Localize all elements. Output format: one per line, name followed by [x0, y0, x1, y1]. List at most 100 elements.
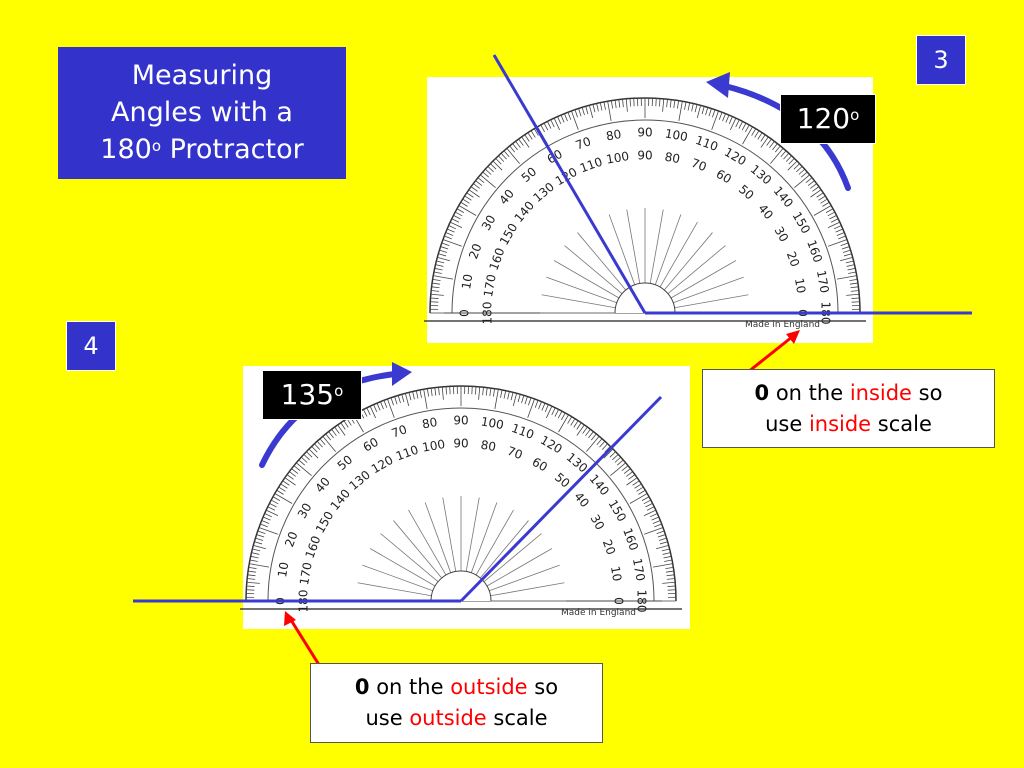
protractor-top-tick — [509, 145, 516, 153]
protractor-top-tick — [818, 195, 826, 201]
protractor-bottom-tick — [527, 398, 535, 418]
protractor-top-tick — [760, 136, 769, 148]
protractor-bottom-tick — [475, 386, 477, 395]
inside-pointer-arrow — [747, 335, 793, 374]
protractor-bottom-tick — [492, 388, 496, 397]
protractor-top-tick — [475, 180, 483, 186]
protractor-top-tick — [454, 211, 463, 217]
protractor-top-inner-scale-label: 80 — [664, 150, 681, 166]
protractor-top-tick — [840, 256, 853, 262]
protractor-bottom-tick — [249, 563, 270, 568]
protractor-bottom-tick — [430, 388, 433, 397]
protractor-top-tick — [845, 260, 854, 264]
protractor-top-tick — [842, 249, 851, 253]
protractor-top-tick — [480, 174, 496, 188]
protractor-bottom-tick — [253, 544, 266, 550]
protractor-top-tick — [798, 168, 806, 175]
protractor-top-tick — [830, 218, 839, 223]
protractor-bottom-tick — [623, 468, 631, 474]
protractor-bottom-tick — [262, 516, 271, 521]
protractor-top-tick — [585, 106, 589, 115]
protractor-bottom-tick — [544, 404, 549, 413]
protractor-top-tick — [547, 121, 552, 129]
protractor-bottom-tick — [256, 534, 265, 538]
protractor-top-tick — [780, 150, 787, 158]
protractor-top-tick — [846, 293, 860, 296]
protractor-top-tick — [838, 235, 846, 240]
protractor-bottom-spoke — [479, 520, 529, 579]
protractor-bottom-tick — [500, 389, 503, 398]
protractor-bottom-tick — [582, 426, 588, 434]
protractor-top-tick — [521, 136, 530, 148]
protractor-bottom-tick — [626, 477, 638, 486]
protractor-bottom-tick — [441, 386, 444, 400]
example-4-badge: 4 — [66, 321, 116, 371]
protractor-top-tick — [846, 264, 855, 267]
protractor-top-tick — [588, 105, 594, 118]
protractor-bottom-tick — [663, 555, 672, 559]
protractor-bottom-tick — [390, 397, 394, 406]
protractor-top-inner-scale-label: 180 — [481, 302, 495, 325]
protractor-top-tick — [805, 177, 813, 184]
protractor-top-tick — [825, 208, 834, 213]
protractor-top-tick — [694, 104, 698, 113]
protractor-top-tick — [722, 113, 726, 122]
protractor-bottom-tick — [322, 436, 336, 452]
protractor-bottom-tick — [643, 499, 652, 505]
protractor-top-tick — [810, 183, 817, 189]
protractor-top-tick — [596, 103, 599, 112]
protractor-bottom-spoke — [489, 564, 560, 592]
protractor-bottom-tick — [291, 468, 299, 474]
protractor-top-tick — [553, 117, 560, 131]
protractor-top-tick — [757, 132, 763, 140]
protractor-bottom-inner-scale-label: 90 — [453, 437, 468, 451]
protractor-top-tick — [441, 242, 450, 246]
protractor-bottom-spoke — [486, 548, 553, 587]
protractor-top-tick — [533, 128, 539, 136]
protractor-top-tick — [431, 286, 440, 289]
protractor-top-tick — [564, 113, 568, 122]
protractor-bottom-tick — [567, 416, 573, 424]
angle-135-label: 135o — [262, 370, 362, 420]
protractor-bottom-tick — [286, 474, 294, 480]
protractor-top-inner-scale-label: 20 — [784, 250, 802, 269]
protractor-bottom-tick — [517, 394, 521, 403]
protractor-bottom-spoke — [465, 497, 480, 572]
protractor-bottom-tick — [337, 424, 346, 436]
protractor-top-tick — [840, 242, 849, 246]
protractor-top-tick — [851, 297, 860, 299]
protractor-top-tick — [754, 130, 760, 138]
protractor-bottom-tick — [311, 446, 318, 453]
protractor-top-spoke — [674, 294, 749, 309]
protractor-bottom-tick — [656, 544, 669, 550]
protractor-top-tick — [728, 116, 733, 125]
protractor-top-tick — [822, 201, 830, 207]
protractor-bottom-tick — [628, 474, 636, 480]
protractor-bottom-tick — [252, 548, 261, 552]
protractor-top-tick — [836, 232, 845, 236]
protractor-bottom-tick — [306, 451, 313, 458]
protractor-bottom-tick — [657, 534, 666, 538]
protractor-top-tick — [430, 297, 439, 299]
protractor-bottom-tick — [250, 555, 259, 559]
protractor-top-tick — [482, 171, 490, 178]
protractor-bottom-tick — [643, 509, 657, 516]
protractor-bottom-center-arc — [430, 570, 492, 602]
protractor-top-tick — [622, 99, 624, 108]
protractor-bottom-tick — [576, 424, 585, 436]
protractor-bottom-tick — [666, 574, 675, 577]
protractor-bottom-tick — [636, 486, 644, 492]
protractor-bottom-tick — [534, 400, 539, 408]
protractor-top-tick — [430, 293, 444, 296]
protractor-top-tick — [495, 158, 502, 165]
protractor-top-tick — [730, 117, 737, 131]
protractor-bottom-spoke — [470, 502, 498, 573]
protractor-top-tick — [490, 163, 497, 170]
protractor-bottom-tick — [603, 448, 614, 459]
protractor-bottom-tick — [521, 395, 525, 404]
protractor-top-tick — [527, 132, 533, 140]
protractor-bottom-tick — [366, 407, 371, 416]
protractor-bottom-spoke — [442, 497, 457, 572]
protractor-top-outer-scale-label: 10 — [459, 273, 475, 290]
protractor-bottom-tick — [401, 394, 405, 403]
